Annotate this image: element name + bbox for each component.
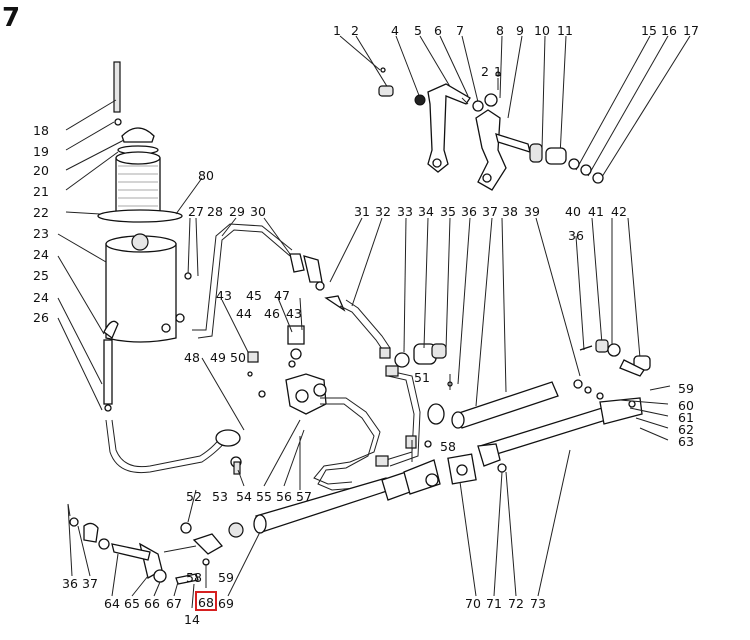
part-label: 16 [661, 23, 677, 38]
part-label: 54 [236, 489, 252, 504]
part-label: 37 [482, 204, 498, 219]
part-label: 36 [461, 204, 477, 219]
part-label: 63 [678, 434, 694, 449]
part-label: 5 [414, 23, 422, 38]
part-label: 64 [104, 596, 120, 611]
highlight-box [195, 591, 217, 611]
part-label: 26 [33, 310, 49, 325]
part-label: 11 [557, 23, 573, 38]
part-label: 28 [207, 204, 223, 219]
part-label: 50 [230, 350, 246, 365]
part-label: 2 [351, 23, 359, 38]
part-label: 1 [333, 23, 341, 38]
part-label: 39 [524, 204, 540, 219]
part-label: 59 [678, 381, 694, 396]
part-label: 80 [198, 168, 214, 183]
part-label: 66 [144, 596, 160, 611]
part-label: 45 [246, 288, 262, 303]
part-label: 24 [33, 290, 49, 305]
part-labels: 1 2 4 5 6 7 8 9 10 11 15 16 17 2 1 18 19… [33, 23, 699, 627]
part-label: 15 [641, 23, 657, 38]
highlighted-part-label: 68 [198, 595, 214, 610]
part-label: 9 [516, 23, 524, 38]
part-label: 40 [565, 204, 581, 219]
cylinder-assembly [67, 435, 441, 585]
part-label: 14 [184, 612, 200, 627]
part-label: 23 [33, 226, 49, 241]
part-label: 51 [414, 370, 430, 385]
part-label: 42 [611, 204, 627, 219]
part-label: 61 [678, 410, 694, 425]
part-label: 1 [494, 64, 502, 79]
part-label: 35 [440, 204, 456, 219]
part-label: 30 [250, 204, 266, 219]
part-label: 65 [124, 596, 140, 611]
part-label: 41 [588, 204, 604, 219]
part-label: 62 [678, 422, 694, 437]
part-label: 72 [508, 596, 524, 611]
part-label: 53 [212, 489, 228, 504]
pipes-and-valve [184, 217, 421, 491]
part-label: 73 [530, 596, 546, 611]
part-label: 19 [33, 144, 49, 159]
pivot-arm-assembly [339, 35, 691, 191]
part-label: 36 [568, 228, 584, 243]
part-label: 52 [186, 489, 202, 504]
part-label: 55 [256, 489, 272, 504]
part-label: 44 [236, 306, 252, 321]
part-label: 49 [210, 350, 226, 365]
part-label: 47 [274, 288, 290, 303]
part-label: 46 [264, 306, 280, 321]
part-label: 57 [296, 489, 312, 504]
part-label: 37 [82, 576, 98, 591]
filter-and-tank [57, 61, 242, 475]
part-label: 48 [184, 350, 200, 365]
part-label: 6 [434, 23, 442, 38]
part-label: 31 [354, 204, 370, 219]
part-label: 18 [33, 123, 49, 138]
part-label: 10 [534, 23, 550, 38]
part-label: 58 [186, 570, 202, 585]
rods-and-brackets [394, 217, 671, 485]
part-label: 67 [166, 596, 182, 611]
part-label: 24 [33, 247, 49, 262]
part-label: 70 [465, 596, 481, 611]
part-label: 27 [188, 204, 204, 219]
part-label: 20 [33, 163, 49, 178]
part-label: 36 [62, 576, 78, 591]
part-label: 17 [683, 23, 699, 38]
part-label: 43 [216, 288, 232, 303]
figure-number: 7 [2, 3, 20, 33]
part-label: 7 [456, 23, 464, 38]
part-label: 21 [33, 184, 49, 199]
part-label: 43 [286, 306, 302, 321]
part-label: 4 [391, 23, 399, 38]
part-label: 71 [486, 596, 502, 611]
part-label: 69 [218, 596, 234, 611]
part-label: 60 [678, 398, 694, 413]
part-label: 25 [33, 268, 49, 283]
part-label: 56 [276, 489, 292, 504]
part-label: 2 [481, 64, 489, 79]
part-label: 29 [229, 204, 245, 219]
part-label: 22 [33, 205, 49, 220]
part-label: 34 [418, 204, 434, 219]
part-label: 58 [440, 439, 456, 454]
part-label: 38 [502, 204, 518, 219]
part-label: 32 [375, 204, 391, 219]
part-label: 8 [496, 23, 504, 38]
part-label: 33 [397, 204, 413, 219]
part-label: 59 [218, 570, 234, 585]
bottom-leaders [67, 357, 571, 609]
